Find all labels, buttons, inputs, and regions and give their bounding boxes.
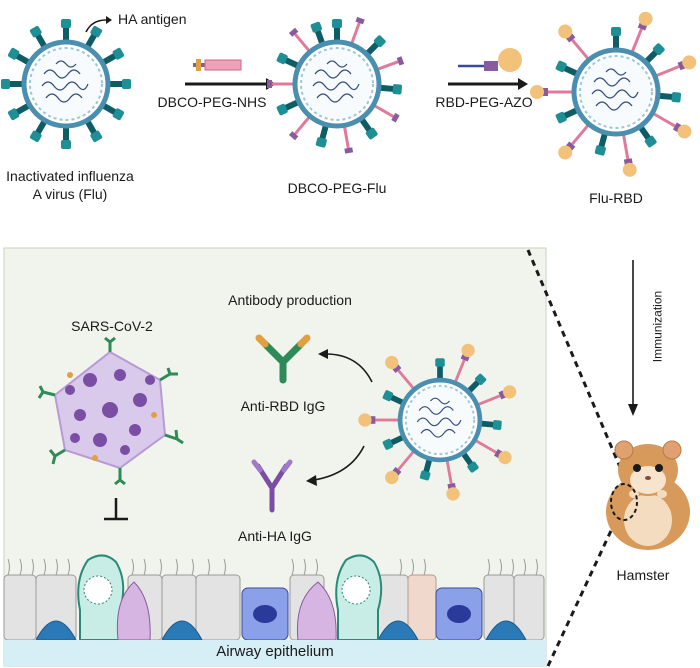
sars-cov-2-label: SARS-CoV-2 xyxy=(71,318,153,334)
anti-ha-igg-label: Anti-HA IgG xyxy=(238,528,312,544)
step2-reagent-label: RBD-PEG-AZO xyxy=(435,94,533,110)
flu-rbd-virus-icon xyxy=(530,9,699,178)
curved-arrow-ha xyxy=(313,445,365,481)
immunization-arrow xyxy=(628,260,638,416)
epithelium-bar xyxy=(4,640,546,666)
step1-arrow xyxy=(185,78,276,90)
flu-label-line1: Inactivated influenza xyxy=(6,168,134,184)
zoom-line-bottom xyxy=(546,519,618,667)
anti-rbd-igg-icon xyxy=(255,334,311,384)
goblet-cell xyxy=(335,554,383,641)
hamster-nose-zoom-circle xyxy=(610,483,638,521)
anti-ha-igg-icon xyxy=(251,459,293,513)
reagent-rbd-icon xyxy=(458,48,522,72)
zoom-line-top xyxy=(526,249,630,487)
dbco-flu-label: DBCO-PEG-Flu xyxy=(287,180,387,196)
ha-pointer-arrow xyxy=(85,19,107,33)
airway-epithelium-label: Airway epithelium xyxy=(216,643,334,660)
anti-rbd-igg-label: Anti-RBD IgG xyxy=(240,398,326,414)
inhibition-symbol xyxy=(104,498,128,521)
goblet-cell xyxy=(77,554,125,641)
airway-epithelium-cells xyxy=(3,554,545,641)
step1-reagent-label: DBCO-PEG-NHS xyxy=(157,94,267,110)
antibody-production-label: Antibody production xyxy=(228,292,352,308)
flu-rbd-label: Flu-RBD xyxy=(589,190,643,206)
dbco-flu-virus-icon xyxy=(267,16,405,154)
hamster-label: Hamster xyxy=(616,567,670,583)
flu-label-line2: A virus (Flu) xyxy=(32,186,108,202)
curved-arrow-rbd xyxy=(325,353,373,383)
reagent-nhs-icon xyxy=(193,59,242,71)
flu-virus-icon xyxy=(1,19,131,149)
sars-cov-2-icon xyxy=(37,336,184,486)
ha-antigen-label: HA antigen xyxy=(118,11,187,27)
immunization-label: Immunization xyxy=(650,290,665,363)
hamster-icon xyxy=(606,440,690,550)
step2-arrow xyxy=(448,78,528,90)
